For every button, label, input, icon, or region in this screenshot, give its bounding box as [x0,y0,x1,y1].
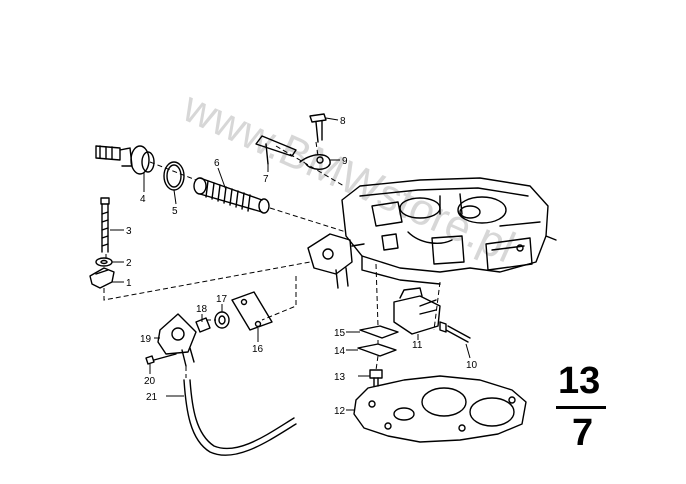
section-group-number: 13 [558,360,601,402]
part-7-lever [255,135,297,165]
section-divider [556,406,606,409]
part-16-flange-gasket [231,291,273,331]
part-14-retainer-plate [357,343,397,357]
part-17-seal [214,311,230,329]
part-15-retainer-plate [359,325,399,339]
callout-2: 2 [126,258,132,269]
callout-6: 6 [214,158,220,169]
part-3-screw [100,197,110,253]
callout-15: 15 [334,328,346,339]
part-2-washer [95,257,113,267]
part-1-clip [89,267,115,289]
callout-8: 8 [340,116,346,127]
part-5-seal-ring [163,161,185,191]
callout-13: 13 [334,372,346,383]
part-6-fuel-filter [193,177,270,214]
part-19-pump-assembly [157,313,197,367]
part-10-bolt [439,321,471,343]
callout-20: 20 [144,376,156,387]
part-12-base-gasket [353,375,527,443]
callout-21: 21 [146,392,158,403]
callout-5: 5 [172,206,178,217]
callout-18: 18 [196,304,208,315]
callout-11: 11 [412,340,423,351]
callout-19: 19 [140,334,152,345]
assembly-lines [103,141,441,378]
callout-1: 1 [126,278,132,289]
carburetor-body [341,177,557,285]
callout-3: 3 [126,226,132,237]
part-18-bushing [195,317,211,333]
part-21-fuel-hose [183,379,297,456]
callout-17: 17 [216,294,228,305]
part-4-hose-nozzle [95,145,155,175]
watermark: www.BMWstore.pl [175,82,522,272]
callout-14: 14 [334,346,346,357]
section-sub-number: 7 [572,412,594,454]
callout-16: 16 [252,344,264,355]
carburetor-side-bracket [307,233,365,289]
callout-9: 9 [342,156,348,167]
part-13-screw [369,369,383,387]
leader-lines [110,117,471,411]
part-11-solenoid-valve [393,287,441,335]
callout-labels: 1 2 3 4 5 6 7 8 9 10 11 12 13 14 15 16 1… [126,116,478,417]
part-8-screw [309,113,327,143]
part-9-spring-clip [299,154,331,170]
callout-4: 4 [140,194,146,205]
part-20-screw [145,353,177,365]
callout-12: 12 [334,406,346,417]
callout-7: 7 [263,174,269,185]
callout-10: 10 [466,360,478,371]
